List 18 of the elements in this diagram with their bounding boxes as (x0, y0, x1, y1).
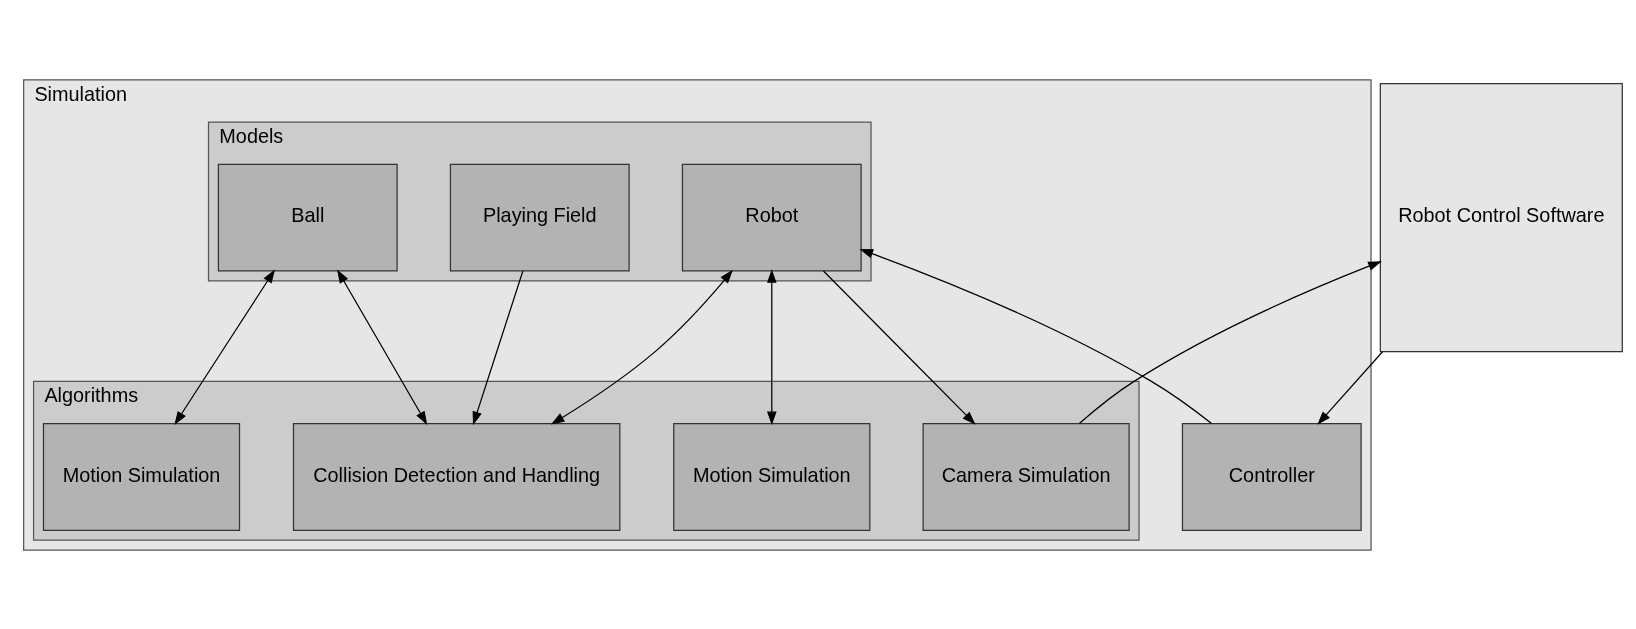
arrow (174, 268, 275, 425)
node-box: Playing Field (449, 163, 630, 272)
node-box: Collision Detection and Handling (292, 422, 621, 531)
node-box: Camera Simulation (922, 422, 1130, 531)
node-box: Robot (681, 163, 862, 272)
arrow (1079, 260, 1382, 424)
arrow (337, 268, 428, 425)
arrow (472, 269, 524, 425)
arrow (859, 248, 1213, 424)
node-box: Ball (217, 163, 398, 272)
node-box: Motion Simulation (42, 422, 241, 531)
arrow (822, 269, 976, 425)
node-box: Motion Simulation (673, 422, 871, 531)
arrow (1317, 350, 1384, 425)
arrow (550, 269, 733, 424)
node-box: Robot Control Software (1379, 82, 1623, 352)
arrow (767, 268, 777, 425)
node-box: Controller (1181, 422, 1362, 531)
